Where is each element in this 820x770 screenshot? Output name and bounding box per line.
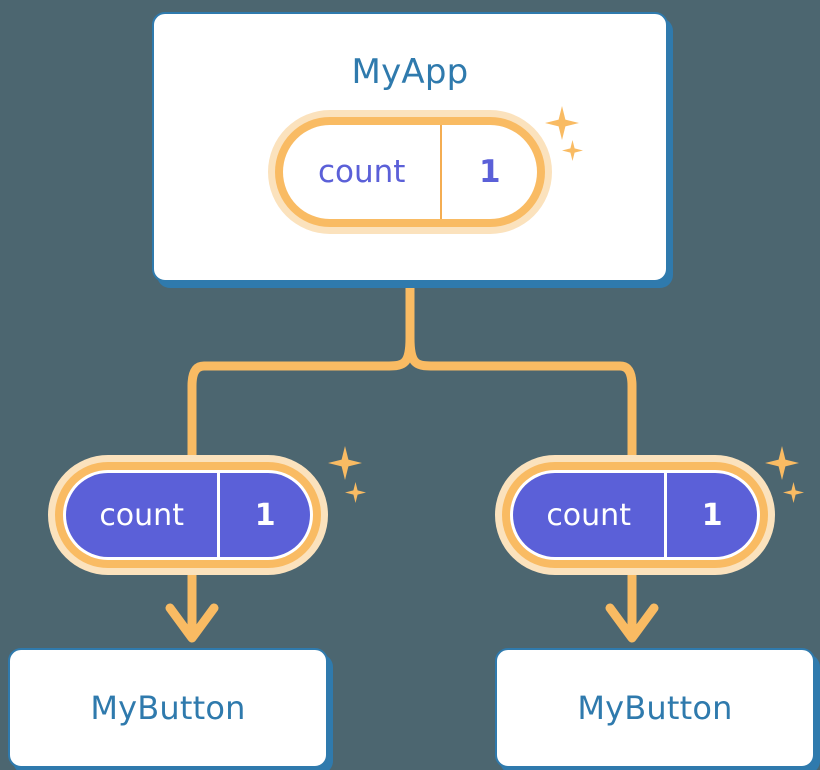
state-pill-value: 1 bbox=[217, 473, 310, 557]
sparkle-icon bbox=[783, 482, 804, 503]
state-pill-core: count 1 bbox=[513, 473, 757, 557]
state-pill-value: 1 bbox=[664, 473, 757, 557]
state-pill-child-right[interactable]: count 1 bbox=[495, 455, 775, 575]
node-mybutton-right-label: MyButton bbox=[577, 689, 733, 727]
state-pill-gap: count 1 bbox=[283, 125, 537, 219]
state-pill-value: 1 bbox=[440, 125, 537, 219]
state-pill-ring: count 1 bbox=[275, 117, 545, 227]
state-pill-myapp[interactable]: count 1 bbox=[268, 110, 552, 234]
state-pill-gap: count 1 bbox=[510, 470, 760, 560]
state-pill-core: count 1 bbox=[66, 473, 310, 557]
state-pill-core: count 1 bbox=[283, 125, 537, 219]
sparkle-icon bbox=[765, 446, 799, 480]
state-pill-key: count bbox=[318, 154, 406, 190]
sparkle-icon bbox=[345, 482, 366, 503]
connector-branch-left bbox=[187, 337, 415, 460]
arrow-right-head bbox=[605, 603, 659, 643]
state-pill-gap: count 1 bbox=[63, 470, 313, 560]
connector-branch-right bbox=[405, 337, 637, 460]
state-pill-ring: count 1 bbox=[502, 462, 768, 568]
state-pill-key: count bbox=[546, 497, 631, 533]
state-pill-child-left[interactable]: count 1 bbox=[48, 455, 328, 575]
node-mybutton-left-card[interactable]: MyButton bbox=[8, 648, 328, 768]
state-pill-ring: count 1 bbox=[55, 462, 321, 568]
node-mybutton-right-card[interactable]: MyButton bbox=[495, 648, 815, 768]
sparkle-icon bbox=[328, 446, 362, 480]
state-pill-key: count bbox=[99, 497, 184, 533]
node-myapp-title: MyApp bbox=[351, 52, 469, 92]
node-mybutton-left-label: MyButton bbox=[90, 689, 246, 727]
arrow-left-head bbox=[165, 603, 219, 643]
